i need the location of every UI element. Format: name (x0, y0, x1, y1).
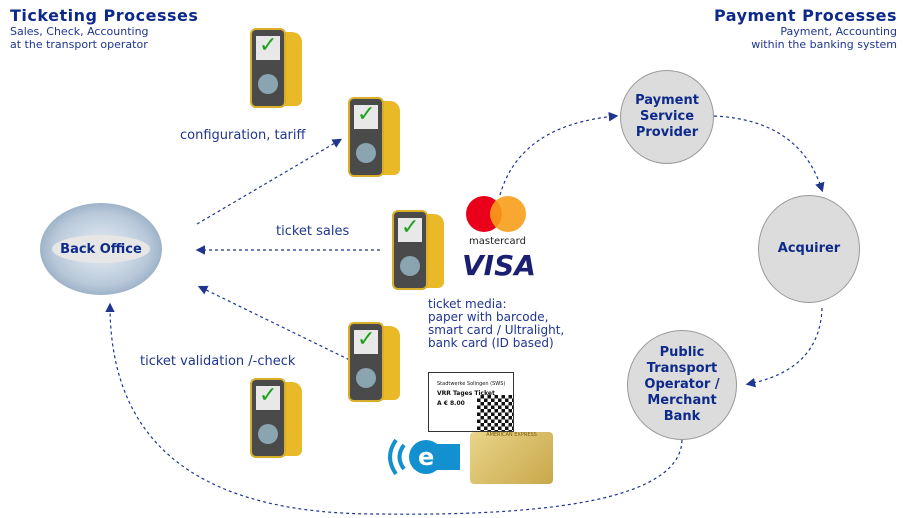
payment-subtitle-1: Payment, Accounting (780, 25, 897, 38)
media-line: bank card (ID based) (428, 336, 554, 350)
validation-label: ticket validation /-check (140, 354, 296, 369)
check-icon: ✓ (401, 215, 420, 240)
paper-ticket: Stadtwerke Solingen (SWS) VRR Tages Tick… (428, 372, 514, 432)
media-line: paper with barcode, (428, 310, 549, 324)
validator-device: ✓ (392, 210, 444, 290)
arrow-acquirer-pto (745, 307, 823, 388)
ticket-price: A € 8.00 (437, 400, 465, 407)
ticket-issuer: Stadtwerke Solingen (SWS) (437, 381, 506, 387)
check-icon: ✓ (259, 33, 278, 58)
mastercard-logo (466, 196, 530, 232)
arrow-config (196, 138, 343, 225)
ticket-name: VRR Tages Ticket (437, 390, 495, 397)
visa-logo: VISA (462, 249, 536, 282)
ticketing-subtitle-2: at the transport operator (10, 38, 148, 51)
node-acquirer: Acquirer (758, 195, 860, 303)
payment-subtitle-2: within the banking system (751, 38, 897, 51)
sales-label: ticket sales (276, 224, 350, 239)
payment-title: Payment Processes (713, 6, 897, 25)
check-icon: ✓ (357, 102, 376, 127)
check-icon: ✓ (259, 383, 278, 408)
back-office-label: Back Office (52, 235, 150, 263)
validator-device: ✓ (250, 378, 302, 458)
arrow-to-psp (499, 111, 619, 196)
contactless-e-ticket-logo: e (382, 432, 462, 482)
ticketing-title: Ticketing Processes (10, 6, 199, 25)
amex-card: AMERICAN EXPRESS (470, 432, 553, 484)
ticket-media-text: ticket media:paper with barcode,smart ca… (428, 298, 564, 350)
validator-device: ✓ (348, 97, 400, 177)
svg-text:e: e (418, 443, 434, 471)
node-public-transport-operator: Public Transport Operator / Merchant Ban… (627, 330, 737, 440)
qr-code (477, 395, 513, 431)
validator-device: ✓ (250, 28, 302, 108)
ticketing-subtitle-1: Sales, Check, Accounting (10, 25, 149, 38)
node-payment-service-provider: Payment Service Provider (620, 70, 714, 164)
arrow-psp-acquirer (713, 115, 825, 193)
media-line: ticket media: (428, 297, 507, 311)
amex-text: AMERICAN EXPRESS (486, 432, 537, 438)
media-line: smart card / Ultralight, (428, 323, 565, 337)
check-icon: ✓ (357, 327, 376, 352)
config-label: configuration, tariff (180, 128, 306, 143)
validator-device: ✓ (348, 322, 400, 402)
arrow-pto-backoffice (105, 302, 683, 515)
mastercard-text: mastercard (469, 236, 526, 247)
